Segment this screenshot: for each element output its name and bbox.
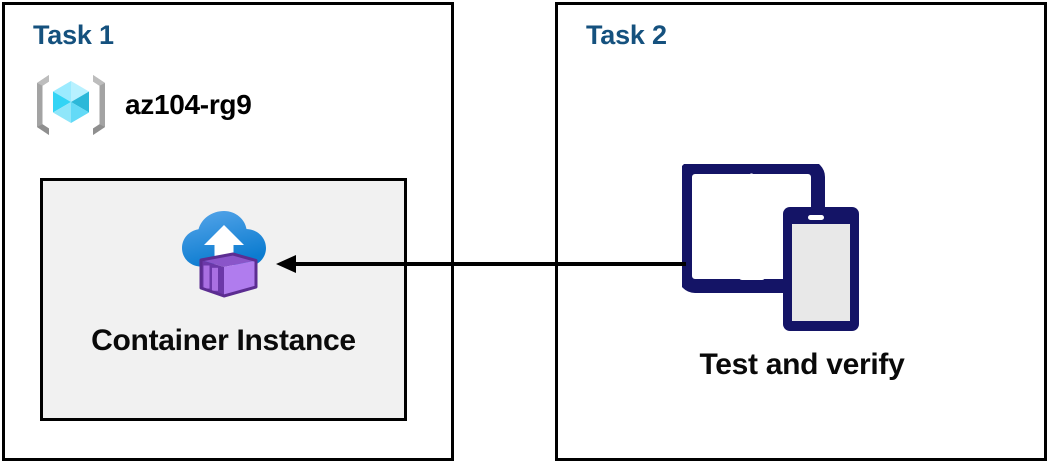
task-1-title: Task 1 <box>33 20 114 50</box>
task-2-title: Task 2 <box>586 20 667 50</box>
container-instance-card: Container Instance <box>40 178 407 421</box>
resource-group-label: az104-rg9 <box>125 89 252 120</box>
container-instance-label: Container Instance <box>91 324 356 357</box>
tablet-and-phone-devices-icon <box>682 164 859 331</box>
task-1-panel: Task 1 az104-rg9 <box>2 2 454 461</box>
test-and-verify-label: Test and verify <box>699 348 905 381</box>
resource-group-row: az104-rg9 <box>33 67 252 143</box>
azure-container-instance-icon <box>181 211 266 298</box>
arrow-task2-to-container-instance <box>276 255 686 273</box>
azure-resource-group-icon <box>37 75 105 135</box>
